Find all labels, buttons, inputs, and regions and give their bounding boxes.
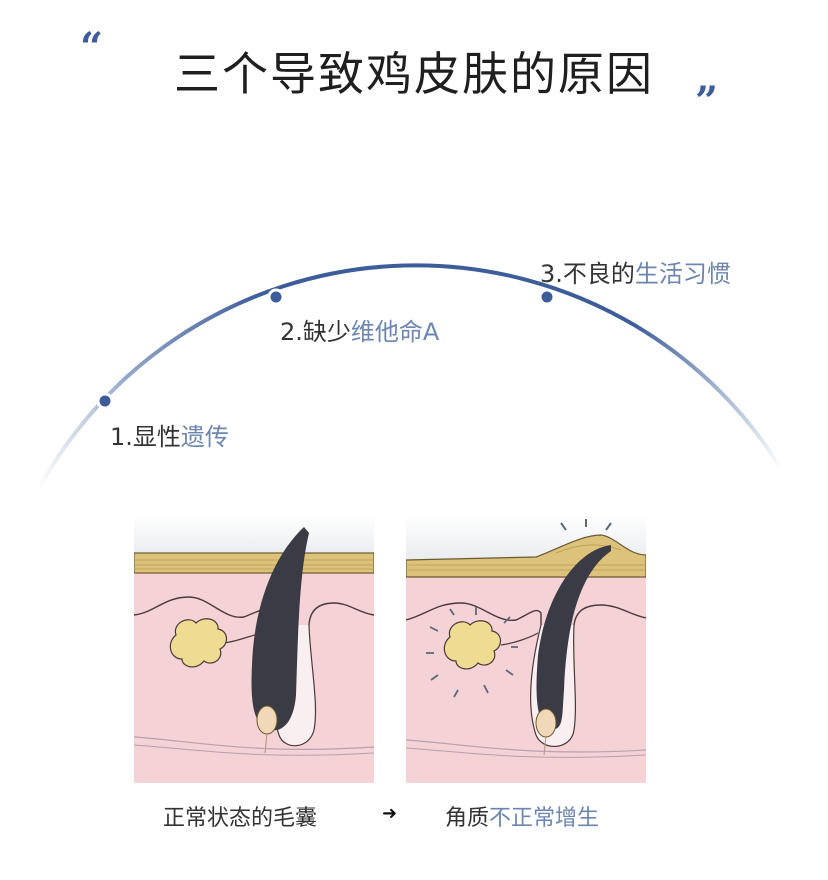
timeline-dot xyxy=(538,288,556,306)
cause-1-highlight: 遗传 xyxy=(180,423,229,451)
cause-3-label: 3.不良的生活习惯 xyxy=(540,254,731,289)
cause-2-highlight: 维他命A xyxy=(350,318,440,346)
arrow-right-icon: ➜ xyxy=(382,803,398,824)
open-quote-icon: “ xyxy=(80,24,104,71)
cause-3-prefix: 3.不良的 xyxy=(540,260,635,288)
cause-2-prefix: 2.缺少 xyxy=(280,318,351,346)
cause-1-prefix: 1.显性 xyxy=(110,423,181,451)
page-title: 三个导致鸡皮肤的原因 xyxy=(174,47,654,101)
keratin-overgrowth-illustration xyxy=(406,515,646,783)
keratin-caption-prefix: 角质 xyxy=(445,806,490,831)
timeline-dot xyxy=(267,288,285,306)
keratin-caption: 角质不正常增生 xyxy=(445,800,599,832)
cause-2-label: 2.缺少维他命A xyxy=(280,312,439,347)
normal-follicle-illustration xyxy=(134,515,374,783)
normal-follicle-caption: 正常状态的毛囊 xyxy=(163,800,317,832)
cause-1-label: 1.显性遗传 xyxy=(110,417,229,452)
cause-3-highlight: 生活习惯 xyxy=(634,260,731,288)
timeline-dot xyxy=(96,392,114,410)
keratin-caption-highlight: 不正常增生 xyxy=(489,806,600,831)
close-quote-icon: ” xyxy=(695,78,719,125)
normal-caption-text: 正常状态的毛囊 xyxy=(163,806,318,831)
